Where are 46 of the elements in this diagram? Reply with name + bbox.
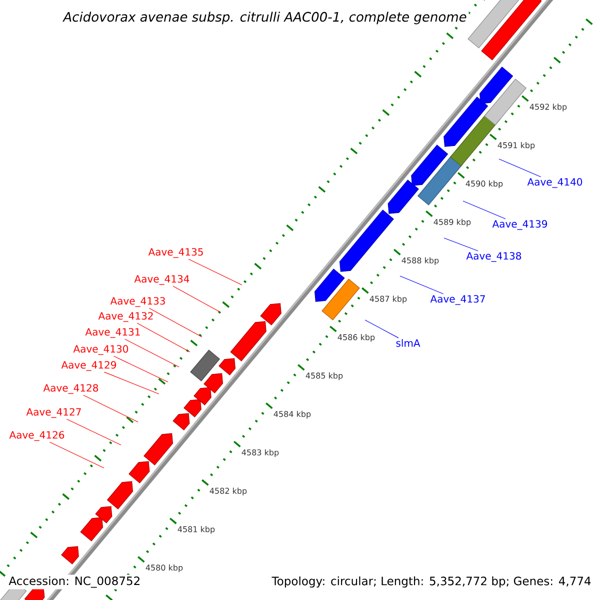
leader-line: [462, 200, 506, 220]
leader-line: [83, 394, 138, 422]
gene-label: Aave_4130: [73, 345, 128, 355]
gene-label: slmA: [396, 339, 420, 347]
scale-label: 4585 kbp: [306, 372, 343, 380]
leader-line: [148, 308, 202, 338]
gene-label: Aave_4126: [9, 431, 64, 441]
gene-label: Aave_4129: [61, 361, 116, 371]
scale-label: 4588 kbp: [402, 257, 439, 265]
scale-label: 4584 kbp: [274, 410, 311, 419]
gene-label: Aave_4139: [492, 220, 548, 230]
gene-label: Aave_4131: [85, 328, 140, 338]
scale-label: 4580 kbp: [146, 564, 183, 572]
leader-line: [172, 286, 220, 312]
scale-label: 4587 kbp: [370, 296, 407, 304]
leader-line: [400, 276, 444, 294]
leader-line: [104, 372, 160, 394]
scale-label: 4591 kbp: [498, 142, 535, 150]
title: Acidovorax avenae subsp. citrulli AAC00-1, complete genome: [61, 10, 469, 26]
gene-label: Aave_4135: [148, 248, 203, 258]
leader-line: [498, 158, 542, 178]
scale-label: 4592 kbp: [530, 104, 567, 112]
accession-text: Accession: NC_008752: [7, 574, 142, 590]
scale-label: 4581 kbp: [178, 526, 215, 534]
scale-label: 4582 kbp: [210, 488, 247, 496]
leader-line: [66, 418, 122, 446]
leader-line: [113, 356, 168, 382]
leader-line: [49, 442, 104, 468]
leader-line: [364, 320, 399, 338]
gene-label: Aave_4137: [430, 295, 485, 305]
leader-line: [136, 322, 190, 352]
gene-label: Aave_4140: [527, 178, 582, 188]
leader-line: [444, 238, 478, 252]
scale-label: 4589 kbp: [434, 218, 471, 227]
leader-line: [124, 338, 180, 368]
gene-label: Aave_4138: [466, 252, 522, 262]
scale-label: 4586 kbp: [338, 334, 375, 342]
gene-label: Aave_4134: [134, 275, 190, 285]
genome-info-text: Topology: circular; Length: 5,352,772 bp; Genes: 4,774: [270, 574, 593, 590]
gene-label: Aave_4132: [98, 312, 153, 322]
gene-label: Aave_4133: [110, 297, 165, 307]
scale-label: 4590 kbp: [466, 180, 503, 188]
scale-label: 4583 kbp: [242, 449, 279, 457]
leader-line: [188, 258, 242, 286]
gene-label: Aave_4127: [26, 408, 81, 418]
gene-label: Aave_4128: [43, 384, 98, 394]
